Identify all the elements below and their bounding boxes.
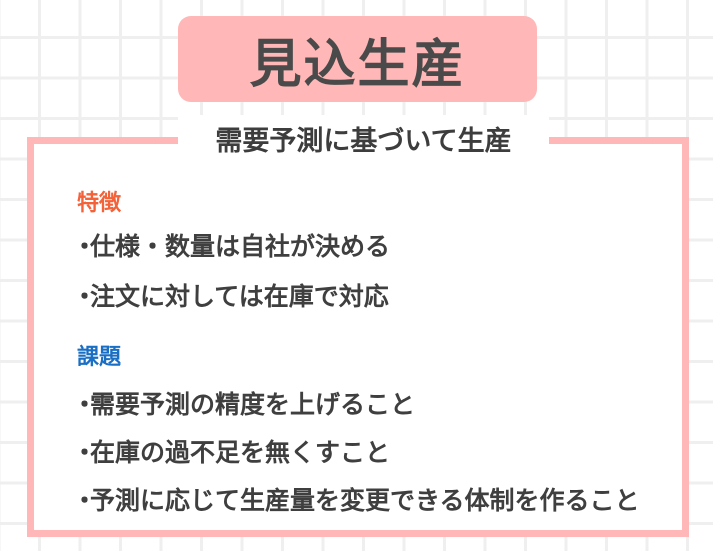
feature-item: ・ 注文に対しては在庫で対応 bbox=[72, 277, 389, 313]
bullet-icon: ・ bbox=[72, 390, 98, 419]
issue-item-text: 予測に応じて生産量を変更できる体制を作ること bbox=[90, 486, 640, 515]
feature-item-text: 注文に対しては在庫で対応 bbox=[90, 282, 389, 311]
bullet-icon: ・ bbox=[72, 486, 98, 515]
bullet-icon: ・ bbox=[72, 282, 98, 311]
feature-item-text: 仕様・数量は自社が決める bbox=[90, 232, 391, 261]
issue-item-text: 在庫の過不足を無くすこと bbox=[90, 438, 391, 467]
issue-item: ・ 予測に応じて生産量を変更できる体制を作ること bbox=[72, 481, 640, 517]
bullet-icon: ・ bbox=[72, 438, 98, 467]
feature-item: ・ 仕様・数量は自社が決める bbox=[72, 227, 390, 263]
issue-item: ・ 需要予測の精度を上げること bbox=[72, 385, 415, 421]
title-banner: 見込生産 bbox=[178, 16, 537, 102]
subtitle-label: 需要予測に基づいて生産 bbox=[178, 115, 549, 161]
issue-item: ・ 在庫の過不足を無くすこと bbox=[72, 433, 390, 469]
issues-heading: 課題 bbox=[77, 345, 122, 370]
features-heading: 特徴 bbox=[77, 191, 122, 216]
content-frame bbox=[27, 137, 689, 537]
issue-item-text: 需要予測の精度を上げること bbox=[90, 390, 416, 419]
subtitle-text: 需要予測に基づいて生産 bbox=[215, 125, 512, 157]
page-title: 見込生産 bbox=[249, 34, 466, 95]
bullet-icon: ・ bbox=[72, 232, 98, 261]
